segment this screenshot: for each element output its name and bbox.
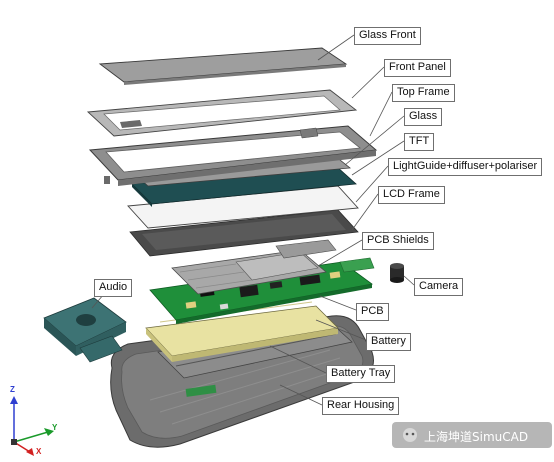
leader-line-front-panel xyxy=(351,66,385,99)
label-rear-housing: Rear Housing xyxy=(322,397,400,415)
leader-line-battery-tray xyxy=(269,345,327,374)
leader-line-lightguide xyxy=(355,165,389,203)
axis-label-z: Z xyxy=(10,385,15,394)
leader-line-pcb-shields xyxy=(317,239,363,267)
leader-line-top-frame xyxy=(369,91,393,137)
leader-line-camera xyxy=(403,275,415,286)
leader-line-lcd-frame xyxy=(351,193,379,231)
label-top-frame: Top Frame xyxy=(392,84,455,102)
leader-line-rear-housing xyxy=(279,384,323,406)
axis-label-x: X xyxy=(36,447,42,456)
label-glass: Glass xyxy=(404,108,443,126)
label-lcd-frame: LCD Frame xyxy=(378,186,445,204)
leader-line-glass xyxy=(344,115,405,166)
lcd-frame-part xyxy=(129,209,359,257)
label-tft: TFT xyxy=(404,133,435,151)
axis-triad xyxy=(10,396,54,456)
battery-part xyxy=(145,301,339,362)
pcb-shields-part xyxy=(171,239,375,295)
leader-line-tft xyxy=(351,140,405,176)
top-frame-part xyxy=(88,125,378,186)
glass-front-part xyxy=(98,47,348,85)
watermark-text: 上海坤道SimuCAD xyxy=(424,430,529,444)
label-battery: Battery xyxy=(366,333,411,351)
leader-line-battery xyxy=(315,319,367,341)
leader-lines xyxy=(91,34,415,406)
label-audio: Audio xyxy=(94,279,133,297)
leader-line-glass-front xyxy=(317,34,355,61)
label-battery-tray: Battery Tray xyxy=(326,365,396,383)
label-pcb-shields: PCB Shields xyxy=(362,232,434,250)
watermark-logo xyxy=(392,422,552,448)
label-front-panel: Front Panel xyxy=(384,59,451,77)
label-glass-front: Glass Front xyxy=(354,27,421,45)
pcb-part xyxy=(149,261,373,324)
label-pcb: PCB xyxy=(356,303,389,321)
axis-label-y: Y xyxy=(52,423,58,432)
camera-part xyxy=(390,263,404,283)
label-camera: Camera xyxy=(414,278,464,296)
leader-line-pcb xyxy=(319,295,357,311)
front-panel-part xyxy=(86,89,358,137)
label-lightguide: LightGuide+diffuser+polariser xyxy=(388,158,543,176)
audio-part xyxy=(43,297,127,363)
